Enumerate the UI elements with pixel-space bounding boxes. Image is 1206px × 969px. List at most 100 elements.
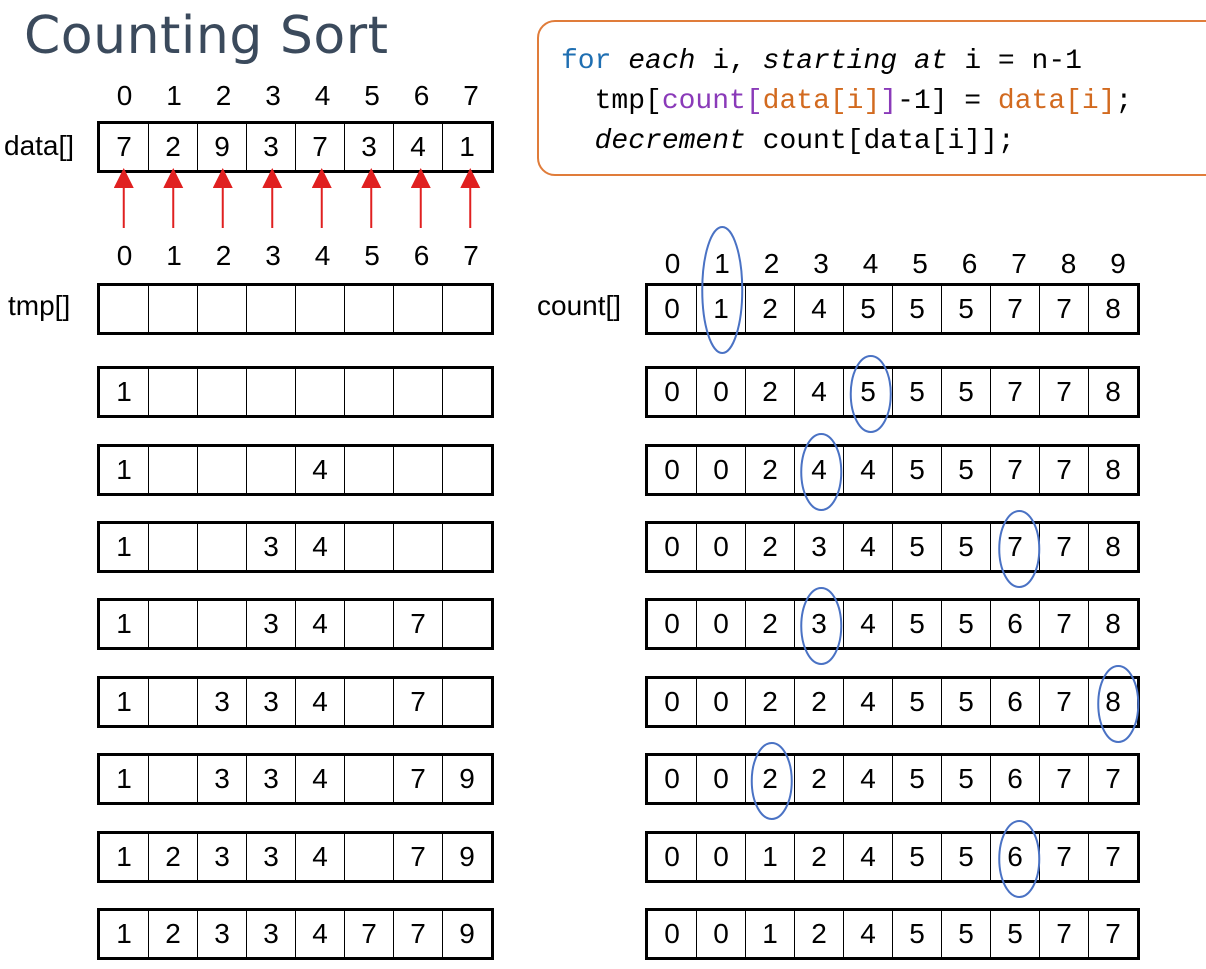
array-cell: 1 (746, 834, 795, 880)
array-cell (149, 447, 198, 493)
array-cell (345, 286, 394, 332)
array-cell: 7 (394, 834, 443, 880)
count-index: 5 (912, 248, 928, 279)
array-cell: 0 (697, 911, 746, 957)
array-cell: 5 (893, 524, 942, 570)
array-cell: 1 (746, 911, 795, 957)
array-cell: 4 (844, 601, 893, 647)
array-cell: 7 (1105, 763, 1121, 794)
count-index: 7 (1011, 248, 1027, 279)
count-index: 3 (813, 248, 829, 279)
array-cell: 0 (648, 756, 697, 802)
array-cell: 0 (648, 834, 697, 880)
array-cell: 0 (697, 369, 746, 415)
array-cell (394, 369, 443, 415)
array-cell: 7 (1040, 911, 1089, 957)
code-box: for each i, starting at i = n-1 tmp[coun… (537, 20, 1206, 176)
count-index: 9 (1110, 248, 1126, 279)
array-cell (345, 756, 394, 802)
array-cell: 1 (697, 286, 746, 332)
array-cell: 1 (100, 911, 149, 957)
array-cell: 5 (942, 756, 991, 802)
array-cell: 7 (1040, 369, 1089, 415)
array-cell (345, 679, 394, 725)
array-cell: 2 (149, 124, 198, 170)
array-cell: 3 (198, 911, 247, 957)
array-cell: 7 (296, 124, 345, 170)
array-cell: 5 (893, 601, 942, 647)
array-cell: 5 (893, 369, 942, 415)
array-cell: 2 (795, 911, 844, 957)
array-cell (149, 286, 198, 332)
array-cell: 3 (247, 756, 296, 802)
array-cell: 4 (394, 124, 443, 170)
array-cell: 0 (697, 524, 746, 570)
count-index: 2 (763, 248, 780, 279)
data-index: 5 (364, 80, 380, 111)
code-line-2: tmp[count[data[i]]-1] = data[i]; (561, 86, 1133, 117)
tmp-index: 2 (215, 240, 232, 271)
highlight-ellipse (1097, 665, 1140, 743)
data-index: 0 (116, 80, 133, 111)
array-cell: 4 (795, 447, 844, 493)
data-array-label: data[] (4, 130, 75, 161)
array-cell (149, 601, 198, 647)
array-cell (247, 286, 296, 332)
array-cell: 3 (247, 124, 296, 170)
data-index: 7 (463, 80, 479, 111)
array-cell: 4 (296, 601, 345, 647)
array-cell (394, 447, 443, 493)
code-data: data[i] (997, 86, 1116, 117)
tmp-array-row (97, 283, 494, 335)
array-cell: 3 (198, 834, 247, 880)
array-cell (345, 369, 394, 415)
array-cell: 2 (746, 524, 795, 570)
tmp-index: 7 (463, 240, 479, 271)
array-cell (345, 524, 394, 570)
array-cell: 7 (1040, 447, 1089, 493)
array-cell: 0 (697, 756, 746, 802)
array-cell: 8 (1105, 686, 1121, 717)
array-cell: 0 (697, 601, 746, 647)
array-cell: 0 (648, 286, 697, 332)
count-index: 1 (714, 248, 730, 279)
array-cell: 7 (1040, 286, 1089, 332)
array-cell: 4 (296, 524, 345, 570)
array-cell: 2 (795, 834, 844, 880)
array-cell: 4 (795, 286, 844, 332)
array-cell: 7 (1040, 601, 1089, 647)
array-cell: 9 (198, 124, 247, 170)
array-cell: 1 (459, 131, 475, 162)
code-bracket: ] (880, 86, 898, 117)
array-cell (149, 679, 198, 725)
code-text: i, (695, 46, 763, 77)
tmp-index: 6 (413, 240, 430, 271)
array-cell (296, 369, 345, 415)
code-text: -1] = (897, 86, 998, 117)
count-index: 4 (862, 248, 879, 279)
array-cell (345, 601, 394, 647)
array-cell: 0 (648, 679, 697, 725)
code-text: tmp[ (561, 86, 662, 117)
tmp-index: 4 (314, 240, 331, 271)
array-cell: 5 (942, 524, 991, 570)
array-cell: 1 (100, 756, 149, 802)
data-index: 3 (265, 80, 281, 111)
array-cell: 4 (844, 834, 893, 880)
array-cell: 0 (697, 447, 746, 493)
array-cell: 2 (746, 369, 795, 415)
array-cell: 4 (844, 911, 893, 957)
array-cell: 5 (942, 834, 991, 880)
array-cell: 9 (459, 841, 475, 872)
array-cell: 5 (893, 286, 942, 332)
array-cell (149, 756, 198, 802)
array-cell: 2 (746, 756, 795, 802)
array-cell: 7 (991, 447, 1040, 493)
array-cell: 5 (942, 447, 991, 493)
array-cell: 0 (648, 601, 697, 647)
array-cell: 8 (1105, 608, 1121, 639)
array-cell (394, 524, 443, 570)
